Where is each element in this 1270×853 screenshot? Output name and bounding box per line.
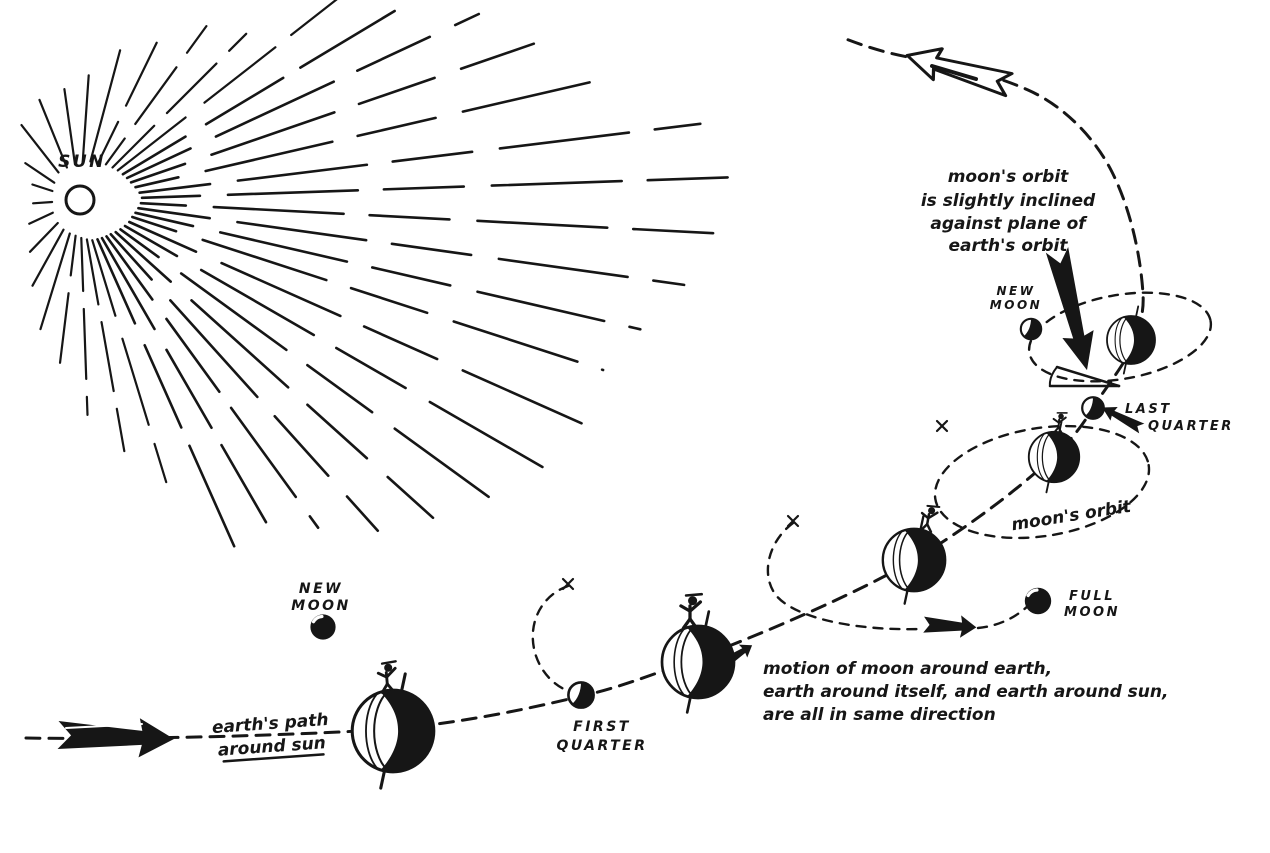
first-quarter-label-line1: FIRST bbox=[573, 719, 631, 735]
new-moon-top-label-line1: NEW bbox=[997, 284, 1036, 298]
earths bbox=[350, 305, 1157, 790]
earths-path-underline bbox=[222, 753, 325, 763]
sun-ray bbox=[125, 12, 481, 180]
moon-orbit-loops bbox=[531, 291, 1213, 696]
moon-position-x-marker-1 bbox=[561, 577, 575, 591]
moons-orbit-label: moon's orbit bbox=[1010, 497, 1133, 536]
sun bbox=[20, 0, 746, 563]
moon-orbit-loop-3 bbox=[766, 521, 924, 631]
sun-ray bbox=[39, 232, 71, 331]
sun-ray bbox=[139, 201, 726, 236]
sun-ray bbox=[131, 215, 605, 372]
sun-ray bbox=[31, 228, 65, 287]
sun-disc bbox=[64, 184, 96, 216]
sun-ray bbox=[116, 0, 338, 172]
sun-ray bbox=[121, 0, 416, 176]
full-moon-arrow bbox=[923, 613, 977, 639]
motion-note-line1: motion of moon around earth, bbox=[763, 659, 1052, 679]
inclination-angle-wedge bbox=[1048, 365, 1121, 388]
sun-ray bbox=[119, 228, 490, 499]
earth-2 bbox=[660, 610, 736, 714]
sun-ray bbox=[57, 234, 77, 375]
last-quarter-moon bbox=[1081, 396, 1105, 420]
inclination-note-line4: earth's orbit bbox=[948, 236, 1068, 256]
person-on-earth-1 bbox=[375, 659, 400, 695]
sun-ray bbox=[114, 230, 435, 520]
earth-5 bbox=[1106, 305, 1157, 375]
sun-ray bbox=[109, 232, 380, 533]
motion-note-line2: earth around itself, and earth around su… bbox=[763, 682, 1168, 702]
earth-path-arrow-highlight bbox=[65, 723, 143, 729]
sun-ray bbox=[105, 235, 320, 530]
moon-orbit-loop-2 bbox=[531, 584, 580, 696]
last-quarter-label-line1: LAST bbox=[1125, 402, 1172, 417]
new-moon-bottom-moon bbox=[308, 612, 338, 642]
moon-orbit-loop-3b bbox=[976, 602, 1032, 630]
sun-ray bbox=[138, 122, 702, 194]
sun-ray bbox=[91, 239, 168, 484]
sun-ray bbox=[31, 183, 54, 193]
orbit-top-direction-arrow bbox=[901, 38, 1015, 102]
sun-ray bbox=[80, 236, 89, 416]
person-on-earth-2 bbox=[679, 592, 704, 630]
orbit-top-arrow-shading bbox=[930, 64, 978, 81]
full-moon-label-line2: MOON bbox=[1064, 605, 1120, 620]
sun-ray bbox=[89, 49, 122, 163]
sun-ray bbox=[111, 32, 248, 169]
sun-ray bbox=[140, 175, 746, 200]
arrows bbox=[57, 38, 1146, 759]
sun-ray bbox=[134, 211, 642, 331]
inclination-note-line2: is slightly inclined bbox=[921, 191, 1096, 211]
full-moon-moon bbox=[1023, 586, 1053, 616]
earth-path-curve bbox=[24, 37, 1145, 740]
new-moon-bottom-label-line2: MOON bbox=[291, 598, 350, 614]
sun-ray bbox=[31, 200, 54, 205]
sun-label: SUN bbox=[58, 152, 106, 172]
sun-ray bbox=[134, 76, 613, 189]
sun-ray bbox=[38, 98, 69, 169]
moon-orbit-ellipse-4 bbox=[933, 424, 1151, 540]
first-quarter-moon bbox=[567, 681, 595, 709]
sun-ray bbox=[85, 238, 126, 453]
earths-path-label: earth's path around sun bbox=[211, 710, 329, 763]
new-moon-bottom-label-line1: NEW bbox=[299, 581, 343, 597]
earth-path-direction-arrow bbox=[57, 715, 175, 759]
new-moon-top-moon bbox=[1019, 317, 1043, 341]
sun-ray bbox=[28, 221, 59, 253]
sun-ray bbox=[137, 206, 686, 287]
sun-rays bbox=[20, 0, 746, 563]
inclination-note-line3: against plane of bbox=[930, 214, 1088, 234]
person-on-earth-4 bbox=[1051, 410, 1068, 435]
earth-3 bbox=[881, 515, 947, 605]
sun-ray bbox=[100, 236, 268, 524]
full-moon-label-line1: FULL bbox=[1069, 589, 1115, 604]
sun-ray bbox=[123, 224, 545, 469]
last-quarter-label-line2: QUARTER bbox=[1148, 419, 1234, 434]
sun-ray bbox=[104, 25, 208, 166]
sun-ray bbox=[96, 238, 242, 563]
first-quarter-label-line2: QUARTER bbox=[556, 738, 647, 754]
sun-ray bbox=[81, 74, 90, 164]
sun-ray bbox=[63, 87, 77, 166]
inclination-note-line1: moon's orbit bbox=[948, 167, 1069, 187]
moon-orbit-ellipse-5 bbox=[1027, 291, 1213, 383]
sun-ray bbox=[129, 42, 536, 184]
moon-position-x-marker-3 bbox=[935, 419, 949, 433]
sun-ray bbox=[128, 220, 598, 432]
sun-ray bbox=[28, 211, 54, 225]
sun-ray bbox=[20, 123, 60, 174]
motion-note-line3: are all in same direction bbox=[763, 705, 996, 725]
new-moon-top-label-line2: MOON bbox=[990, 298, 1042, 312]
sun-ray bbox=[24, 162, 56, 184]
sun-ray bbox=[97, 41, 158, 164]
inclination-pointer-arrow bbox=[1041, 245, 1103, 375]
